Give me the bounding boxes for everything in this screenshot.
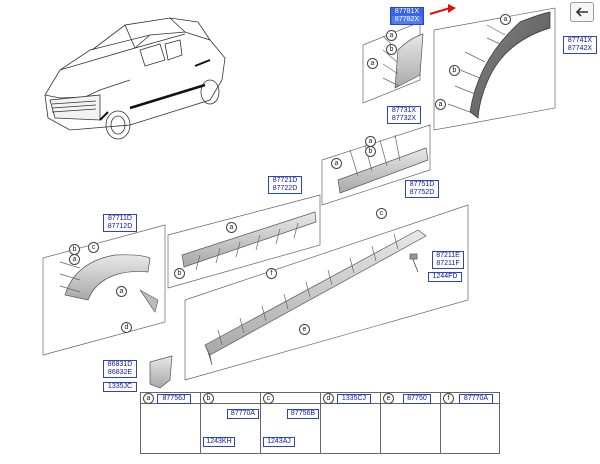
fastener-legend: a 87756J b 87770A 1243KH c 87756B 1243AJ… — [140, 392, 500, 454]
part-number-top: 87711D — [107, 215, 132, 222]
part-number-top: 87721D — [272, 177, 298, 184]
marker-c: c — [376, 208, 387, 219]
marker-a: a — [226, 222, 237, 233]
part-number-bottom: 87712D — [107, 223, 133, 230]
part-number-87751[interactable]: 87751D 87752D — [405, 180, 439, 198]
panel-87781 — [362, 21, 424, 104]
vehicle-illustration — [44, 17, 226, 140]
marker-f: f — [266, 268, 277, 279]
arrow-left-icon — [575, 7, 588, 17]
part-number-87211[interactable]: 87211E 87211F — [432, 251, 464, 269]
marker-a: a — [500, 14, 511, 25]
part-number-top: 87731X — [391, 107, 417, 114]
part-number-1244fd[interactable]: 1244FD — [428, 272, 462, 282]
marker-c: c — [88, 242, 99, 253]
legend-letter: b — [203, 393, 214, 404]
legend-cell-a[interactable]: a 87756J — [141, 393, 201, 453]
part-number-bottom: 86832E — [107, 369, 133, 376]
marker-a: a — [386, 30, 397, 41]
panel-87751 — [184, 204, 469, 381]
legend-cell-b[interactable]: b 87770A 1243KH — [201, 393, 261, 453]
marker-b: b — [174, 268, 185, 279]
part-number-top: 87741X — [567, 37, 593, 44]
part-number-bottom: 87752D — [409, 189, 435, 196]
legend-part: 87770A — [459, 394, 493, 404]
marker-b: b — [449, 65, 460, 76]
part-number-top: 86831D — [107, 361, 133, 368]
marker-a: a — [69, 254, 80, 265]
mudflap — [149, 355, 173, 389]
marker-a: a — [116, 286, 127, 297]
panel-87741 — [433, 7, 556, 131]
part-number-87731[interactable]: 87731X 87732X — [387, 106, 421, 124]
marker-b: b — [365, 146, 376, 157]
part-number-bottom: 87722D — [272, 185, 298, 192]
part-number-86831[interactable]: 86831D 86832E — [103, 360, 137, 378]
part-number-bottom: 87742X — [567, 45, 593, 52]
legend-letter: a — [143, 393, 154, 404]
back-button[interactable] — [570, 2, 594, 22]
part-number-87721[interactable]: 87721D 87722D — [268, 176, 302, 194]
legend-letter: d — [323, 393, 334, 404]
part-number-1335jc[interactable]: 1335JC — [103, 382, 137, 392]
marker-b: b — [386, 44, 397, 55]
marker-a: a — [367, 58, 378, 69]
legend-cell-c[interactable]: c 87756B 1243AJ — [261, 393, 321, 453]
part-number-bottom: 87211F — [436, 260, 460, 267]
legend-letter: f — [443, 393, 454, 404]
part-number-87711[interactable]: 87711D 87712D — [103, 214, 137, 232]
marker-d: d — [121, 322, 132, 333]
marker-a: a — [435, 99, 446, 110]
panel-87731 — [321, 124, 431, 206]
legend-part: 87756J — [157, 394, 191, 404]
legend-part: 87770A — [227, 409, 259, 419]
part-number-87781[interactable]: 87781X 87782X — [390, 7, 424, 25]
legend-letter: e — [383, 393, 394, 404]
legend-part: 87756B — [287, 409, 319, 419]
red-arrow-head — [448, 4, 456, 13]
marker-a: a — [331, 158, 342, 169]
red-arrow — [429, 7, 451, 15]
part-number-87741[interactable]: 87741X 87742X — [563, 36, 597, 54]
legend-cell-d[interactable]: d 1335CJ — [321, 393, 381, 453]
part-number-top: 87781X — [394, 8, 420, 15]
legend-part: 1335CJ — [337, 394, 371, 404]
marker-e: e — [299, 324, 310, 335]
part-number-bottom: 87782X — [392, 16, 422, 24]
panel-87721 — [167, 194, 321, 289]
legend-part: 1243AJ — [263, 437, 295, 447]
part-number-top: 87751D — [409, 181, 435, 188]
legend-cell-f[interactable]: f 87770A — [441, 393, 499, 453]
legend-letter: c — [263, 393, 274, 404]
part-number-bottom: 87732X — [391, 115, 417, 122]
legend-part: 87750 — [403, 394, 431, 404]
legend-part: 1243KH — [203, 437, 235, 447]
panel-87711 — [42, 224, 166, 356]
part-number-top: 87211E — [436, 252, 460, 259]
legend-cell-e[interactable]: e 87750 — [381, 393, 441, 453]
